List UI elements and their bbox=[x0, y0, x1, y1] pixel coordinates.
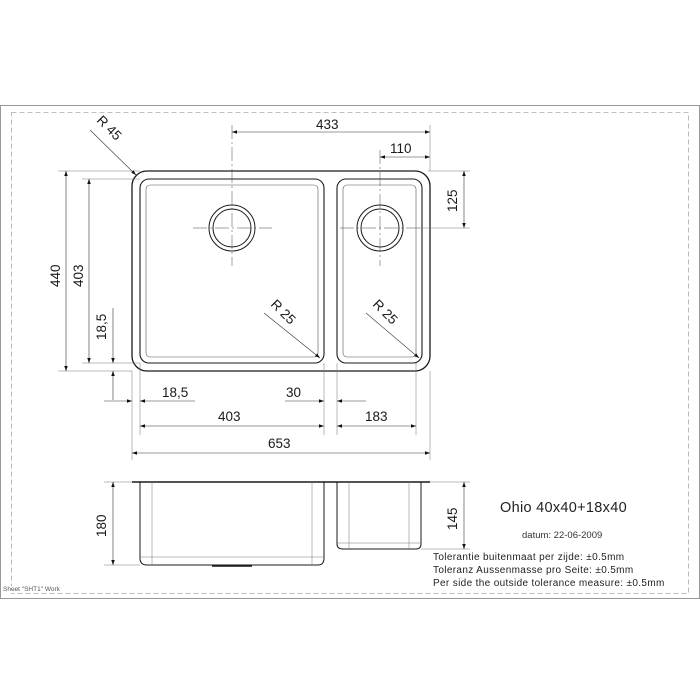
dim-433: 433 bbox=[316, 117, 339, 132]
extension-lines bbox=[58, 125, 470, 460]
dim-183: 183 bbox=[365, 409, 388, 424]
sink-outer-rim bbox=[131, 170, 431, 372]
small-bowl-profile bbox=[336, 482, 422, 550]
drawing-date: datum: 22-06-2009 bbox=[522, 530, 603, 541]
dim-30: 30 bbox=[286, 385, 301, 400]
sheet-label: Sheet "SHT1" Work bbox=[3, 586, 62, 593]
side-extension-lines bbox=[104, 481, 470, 566]
dim-403-vertical: 403 bbox=[71, 264, 86, 287]
side-view bbox=[132, 481, 430, 567]
small-bowl-inner bbox=[342, 184, 417, 358]
dim-403-horizontal: 403 bbox=[218, 409, 241, 424]
small-bowl-outline bbox=[336, 178, 423, 364]
dim-18-5-horizontal: 18,5 bbox=[162, 385, 188, 400]
side-dimension-labels: 180 145 bbox=[94, 507, 460, 537]
center-lines bbox=[193, 125, 420, 266]
dim-125: 125 bbox=[445, 189, 460, 212]
dim-180: 180 bbox=[94, 514, 109, 537]
main-bowl-inner bbox=[145, 184, 319, 358]
dim-r25-small: R 25 bbox=[370, 297, 401, 328]
side-dimension-lines bbox=[111, 482, 466, 565]
dim-440: 440 bbox=[48, 264, 63, 287]
tolerance-en: Per side the outside tolerance measure: … bbox=[433, 578, 665, 589]
drawing-title: Ohio 40x40+18x40 bbox=[500, 500, 627, 516]
sheet-dashed-border bbox=[11, 112, 689, 594]
main-bowl-outline bbox=[139, 178, 325, 364]
tolerance-de: Toleranz Aussenmasse pro Seite: ±0.5mm bbox=[433, 565, 634, 576]
tolerance-nl: Tolerantie buitenmaat per zijde: ±0.5mm bbox=[433, 552, 625, 563]
dim-18-5-vertical: 18,5 bbox=[94, 314, 109, 340]
dim-653: 653 bbox=[268, 436, 291, 451]
dimension-lines bbox=[64, 129, 466, 455]
dim-r25-main: R 25 bbox=[268, 297, 299, 328]
main-bowl-profile bbox=[139, 482, 325, 566]
dim-145: 145 bbox=[445, 507, 460, 530]
dim-110: 110 bbox=[390, 141, 412, 156]
dimension-labels: 433 110 125 440 403 18,5 18,5 30 403 183… bbox=[48, 113, 460, 451]
top-view bbox=[131, 170, 431, 372]
